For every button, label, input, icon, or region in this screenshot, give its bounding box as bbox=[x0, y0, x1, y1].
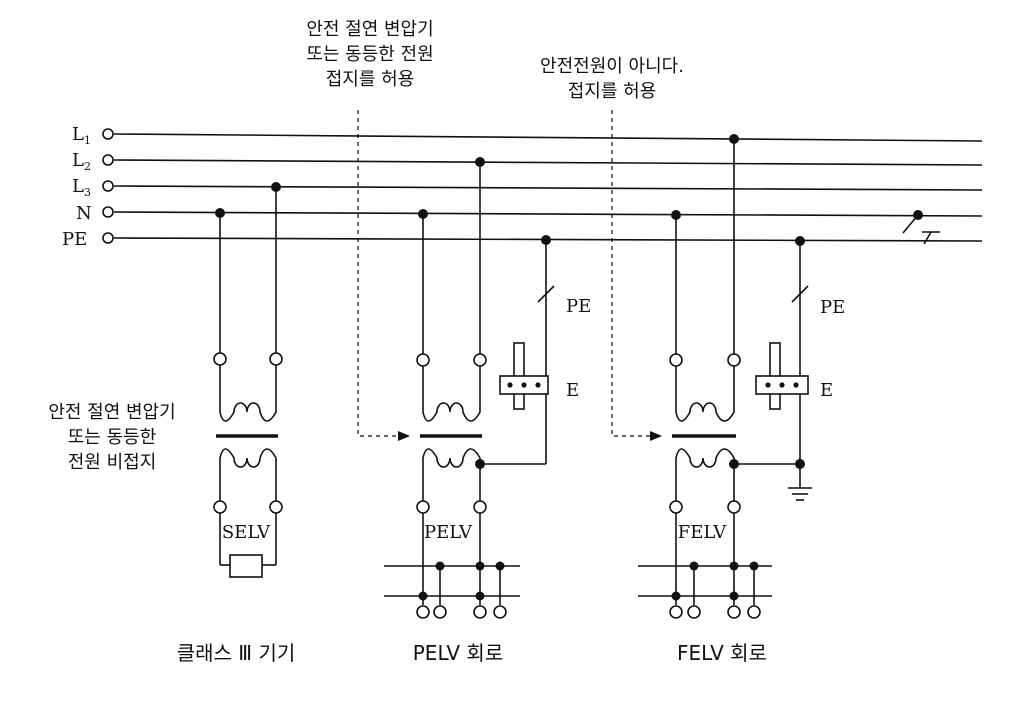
svg-text:안전전원이 아니다.: 안전전원이 아니다. bbox=[540, 56, 684, 77]
selv-label: SELV bbox=[222, 522, 271, 543]
pelv-pe-label: PE bbox=[566, 296, 591, 317]
pe-terminal bbox=[102, 232, 114, 244]
svg-text:안전 절연 변압기: 안전 절연 변압기 bbox=[48, 402, 175, 423]
felv-pointer-arrow bbox=[611, 110, 662, 441]
l1-label: L1 bbox=[72, 124, 91, 147]
felv-caption: FELV 회로 bbox=[677, 641, 767, 665]
pelv-top-note: 안전 절연 변압기 또는 동등한 전원 접지를 허용 bbox=[306, 19, 433, 90]
supply-line-labels: L1 L2 L3 N PE bbox=[62, 124, 92, 250]
l3-terminal bbox=[102, 180, 114, 192]
n-label: N bbox=[76, 203, 92, 224]
felv-e-label: E bbox=[820, 380, 833, 401]
l2-terminal bbox=[102, 154, 114, 166]
felv-circuit: PE E FELV bbox=[638, 134, 845, 619]
selv-caption: 클래스 Ⅲ 기기 bbox=[177, 641, 296, 665]
felv-label: FELV bbox=[678, 522, 727, 543]
felv-pe-label: PE bbox=[820, 297, 845, 318]
l2-line bbox=[113, 159, 983, 166]
pe-label: PE bbox=[62, 229, 87, 250]
svg-text:또는 동등한: 또는 동등한 bbox=[68, 427, 157, 448]
class-iii-device-load bbox=[229, 554, 263, 578]
pelv-caption: PELV 회로 bbox=[413, 641, 503, 665]
n-terminal bbox=[102, 206, 114, 218]
felv-top-note: 안전전원이 아니다. 접지를 허용 bbox=[540, 56, 684, 102]
l1-line bbox=[113, 133, 983, 142]
pelv-e-label: E bbox=[566, 380, 579, 401]
svg-text:안전 절연 변압기: 안전 절연 변압기 bbox=[306, 19, 433, 40]
pelv-label: PELV bbox=[424, 522, 473, 543]
l3-line bbox=[113, 185, 983, 191]
supply-lines bbox=[102, 128, 983, 244]
svg-text:접지를 허용: 접지를 허용 bbox=[326, 69, 415, 90]
pelv-pointer-arrow bbox=[357, 110, 410, 441]
svg-text:또는 동등한 전원: 또는 동등한 전원 bbox=[306, 44, 433, 65]
svg-text:전원 비접지: 전원 비접지 bbox=[68, 452, 157, 473]
selv-circuit: SELV bbox=[213, 182, 283, 578]
n-earth-mark bbox=[902, 210, 940, 245]
pelv-circuit: PE E PELV bbox=[384, 157, 591, 619]
selv-left-note: 안전 절연 변압기 또는 동등한 전원 비접지 bbox=[48, 402, 175, 473]
svg-text:접지를 허용: 접지를 허용 bbox=[568, 81, 657, 102]
l2-label: L2 bbox=[72, 150, 91, 173]
l3-label: L3 bbox=[72, 176, 91, 199]
l1-terminal bbox=[102, 128, 114, 140]
n-line bbox=[113, 211, 983, 217]
ground-symbol bbox=[788, 487, 812, 501]
